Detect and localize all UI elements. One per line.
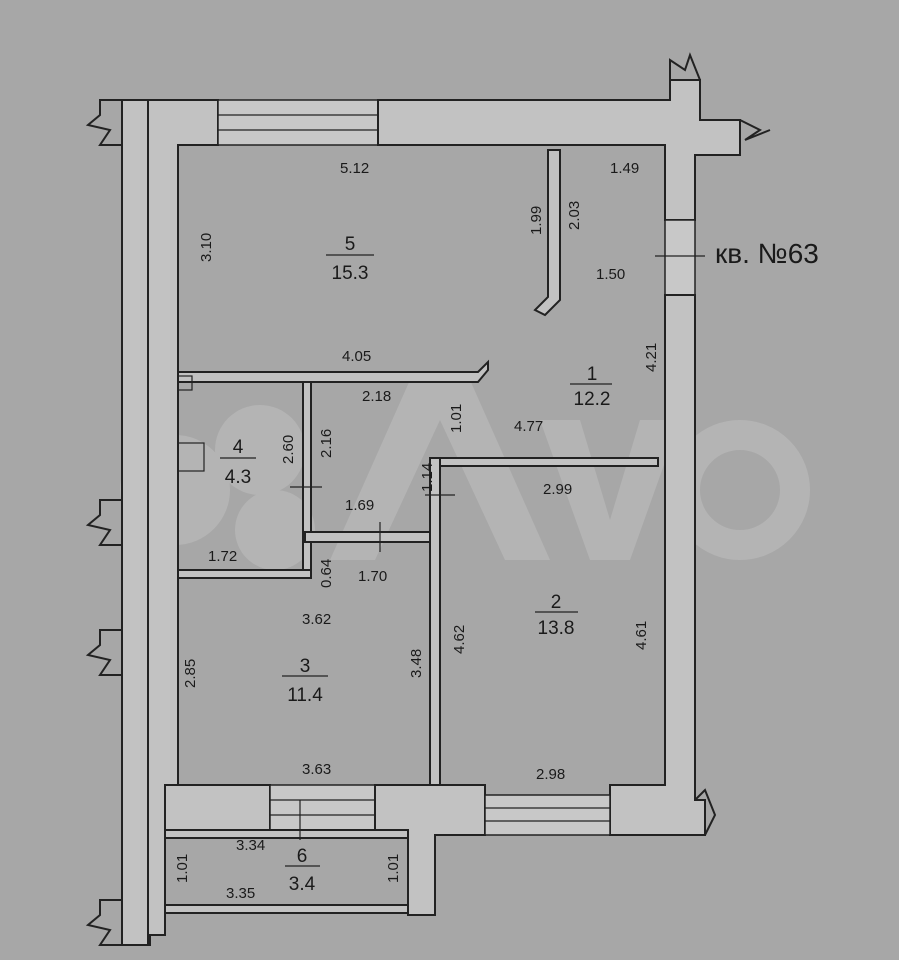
apartment-label: кв. №63 [715, 238, 819, 269]
dimension: 1.01 [174, 854, 191, 883]
dimension: 1.49 [610, 160, 639, 177]
dimension: 1.01 [448, 404, 465, 433]
room-number: 2 [551, 592, 562, 613]
window-bottom-left [269, 784, 376, 831]
dimension: 1.14 [419, 463, 436, 492]
dimension: 2.03 [566, 201, 583, 230]
room-number: 1 [587, 364, 598, 385]
room-area: 4.3 [225, 467, 251, 488]
outer-walls [85, 52, 771, 946]
dimension: 2.16 [318, 429, 335, 458]
dimension: 3.10 [198, 233, 215, 262]
room-1: 112.2 [570, 364, 612, 410]
dimension: 2.60 [280, 435, 297, 464]
room-number: 5 [345, 234, 356, 255]
dimension: 1.72 [208, 548, 237, 565]
dimension: 1.50 [596, 266, 625, 283]
dimension: 1.70 [358, 568, 387, 585]
room-5: 515.3 [326, 234, 374, 284]
room-number: 4 [233, 437, 244, 458]
room-6: 63.4 [285, 846, 320, 895]
dimension: 3.62 [302, 611, 331, 628]
room-area: 3.4 [289, 874, 316, 895]
room-area: 11.4 [287, 685, 323, 706]
room-number: 6 [297, 846, 308, 867]
interior-walls [177, 149, 705, 840]
dimension: 5.12 [340, 160, 369, 177]
dimension: 4.21 [643, 343, 660, 372]
room-number: 3 [300, 656, 311, 677]
dimension: 1.69 [345, 497, 374, 514]
apartment-number: кв. №63 [715, 238, 819, 269]
dimension: 2.98 [536, 766, 565, 783]
room-area: 15.3 [332, 263, 369, 284]
dimension: 2.85 [182, 659, 199, 688]
dimension-labels: 5.12 1.99 2.03 1.49 3.10 1.50 4.05 4.21 … [174, 160, 660, 902]
dimension: 3.63 [302, 761, 331, 778]
room-2: 213.8 [535, 592, 578, 639]
dimension: 1.01 [385, 854, 402, 883]
window-bottom-right [484, 794, 611, 836]
dimension: 4.77 [514, 418, 543, 435]
window-top [217, 99, 379, 146]
dimension: 3.34 [236, 837, 265, 854]
dimension: 3.48 [408, 649, 425, 678]
dimension: 3.35 [226, 885, 255, 902]
room-area: 12.2 [574, 389, 611, 410]
room-labels: 112.2 213.8 311.4 44.3 515.3 63.4 [220, 234, 612, 895]
dimension: 4.62 [451, 625, 468, 654]
room-3: 311.4 [282, 656, 328, 706]
dimension: 2.99 [543, 481, 572, 498]
room-4: 44.3 [220, 437, 256, 488]
dimension: 4.61 [633, 621, 650, 650]
dimension: 0.64 [318, 559, 335, 588]
room-area: 13.8 [538, 618, 575, 639]
window-right [664, 219, 696, 296]
dimension: 4.05 [342, 348, 371, 365]
dimension: 1.99 [528, 206, 545, 235]
dimension: 2.18 [362, 388, 391, 405]
